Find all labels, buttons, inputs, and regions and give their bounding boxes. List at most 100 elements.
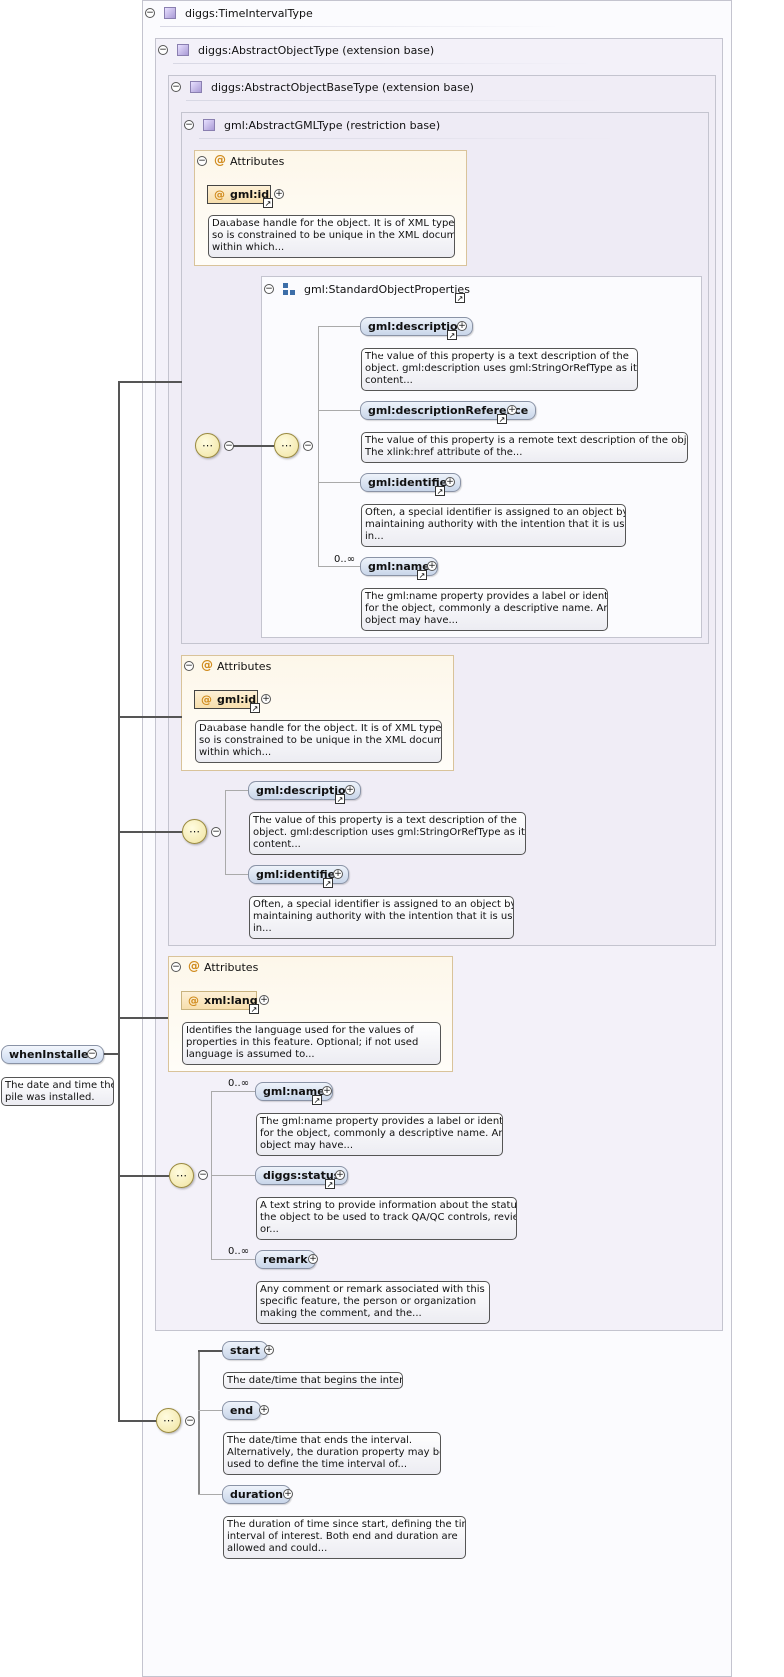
attribute-icon: @ [214,188,225,201]
expand-icon[interactable]: + [507,405,517,415]
collapse-time-interval-type[interactable]: − [145,8,155,18]
connector-line [198,1350,223,1352]
attribute-xml-lang[interactable]: @ xml:lang [181,991,258,1010]
collapse-root[interactable]: − [87,1049,97,1059]
abstract-object-type-title: diggs:AbstractObjectType (extension base… [198,44,435,57]
link-icon[interactable]: ↗ [335,794,345,804]
end-description: The date/time that ends the interval. Al… [223,1432,441,1475]
expand-icon[interactable]: + [261,694,271,704]
gml-name-description: The gml:name property provides a label o… [256,1113,503,1156]
expand-icon[interactable]: + [445,477,455,487]
branch-line [118,381,182,383]
collapse-attributes[interactable]: − [171,962,181,972]
expand-icon[interactable]: + [308,1254,318,1264]
collapse-abstract-object-base-type[interactable]: − [171,82,181,92]
collapse-sequence[interactable]: − [224,441,234,451]
branch-line [118,1420,157,1422]
attributes-label: Attributes [230,155,285,168]
link-icon[interactable]: ↗ [435,486,445,496]
link-icon[interactable]: ↗ [249,1004,259,1014]
expand-icon[interactable]: + [457,321,467,331]
element-gml-description[interactable]: gml:description [360,317,474,336]
expand-icon[interactable]: + [333,869,343,879]
collapse-standard-object-properties[interactable]: − [264,284,274,294]
link-icon[interactable]: ↗ [263,198,273,208]
complex-type-icon [177,44,189,56]
abstract-object-base-type-title: diggs:AbstractObjectBaseType (extension … [211,81,474,94]
gml-description-description: The value of this property is a text des… [361,348,638,391]
header-underline [160,26,560,27]
branch-line [118,831,182,833]
link-icon[interactable]: ↗ [325,1179,335,1189]
expand-icon[interactable]: + [264,1345,274,1355]
link-icon[interactable]: ↗ [250,703,260,713]
element-diggs-status[interactable]: diggs:status [255,1166,349,1185]
branch-line [118,716,182,718]
connector-line [225,790,250,791]
collapse-abstract-gml-type[interactable]: − [184,120,194,130]
complex-type-icon [190,81,202,93]
collapse-sequence[interactable]: − [303,441,313,451]
connector-line [225,874,250,875]
link-icon[interactable]: ↗ [323,878,333,888]
gml-id-description: Database handle for the object. It is of… [195,720,442,763]
attribute-name: gml:id [217,693,257,706]
sequence-icon: ⋯ [182,819,207,844]
connector-line [198,1494,223,1495]
element-duration[interactable]: duration [222,1485,291,1504]
element-gml-description-reference[interactable]: gml:descriptionReference [360,401,537,420]
sequence-icon: ⋯ [195,433,220,458]
expand-icon[interactable]: + [259,1405,269,1415]
xml-lang-description: Identifies the language used for the val… [182,1022,441,1065]
link-icon[interactable]: ↗ [312,1095,322,1105]
link-icon[interactable]: ↗ [455,293,465,303]
expand-icon[interactable]: + [283,1489,293,1499]
attributes-label: Attributes [217,660,272,673]
collapse-sequence[interactable]: − [185,1416,195,1426]
expand-icon[interactable]: + [274,189,284,199]
header-underline [186,100,606,101]
group-icon [283,283,295,295]
expand-icon[interactable]: + [259,995,269,1005]
expand-icon[interactable]: + [345,785,355,795]
element-start[interactable]: start [222,1341,268,1360]
expand-icon[interactable]: + [322,1086,332,1096]
attribute-icon: @ [188,994,199,1007]
collapse-sequence[interactable]: − [198,1170,208,1180]
expand-icon[interactable]: + [335,1170,345,1180]
collapse-abstract-object-type[interactable]: − [158,45,168,55]
root-connector [118,381,120,1421]
attributes-icon: @ [201,658,213,672]
link-icon[interactable]: ↗ [447,330,457,340]
collapse-attributes[interactable]: − [197,156,207,166]
attribute-name: xml:lang [204,994,258,1007]
connector-line [198,1350,200,1494]
connector-line [230,445,274,447]
complex-type-icon [164,7,176,19]
link-icon[interactable]: ↗ [417,570,427,580]
sequence-icon: ⋯ [274,433,299,458]
sequence-icon: ⋯ [169,1163,194,1188]
when-installed-description: The date and time the pile was installed… [1,1077,114,1106]
cardinality-label: 0..∞ [228,1078,250,1089]
gml-identifier-description: Often, a special identifier is assigned … [249,896,514,939]
cardinality-label: 0..∞ [334,554,356,565]
link-icon[interactable]: ↗ [497,414,507,424]
element-end[interactable]: end [222,1401,262,1420]
header-underline [173,63,593,64]
element-gml-description[interactable]: gml:description [248,781,362,800]
start-description: The date/time that begins the interval [223,1372,403,1389]
expand-icon[interactable]: + [427,561,437,571]
connector-line [318,326,362,327]
connector-line [225,790,226,874]
element-remark[interactable]: remark [255,1250,316,1269]
collapse-sequence[interactable]: − [211,827,221,837]
attribute-gml-id[interactable]: @ gml:id [194,690,258,709]
diggs-status-description: A text string to provide information abo… [256,1197,517,1240]
attribute-icon: @ [201,693,212,706]
standard-object-properties-title: gml:StandardObjectProperties [304,283,470,296]
root-element-when-installed[interactable]: whenInstalled [1,1045,105,1064]
gml-description-description: The value of this property is a text des… [249,812,526,855]
attribute-gml-id[interactable]: @gml:id [207,185,271,204]
collapse-attributes[interactable]: − [184,661,194,671]
